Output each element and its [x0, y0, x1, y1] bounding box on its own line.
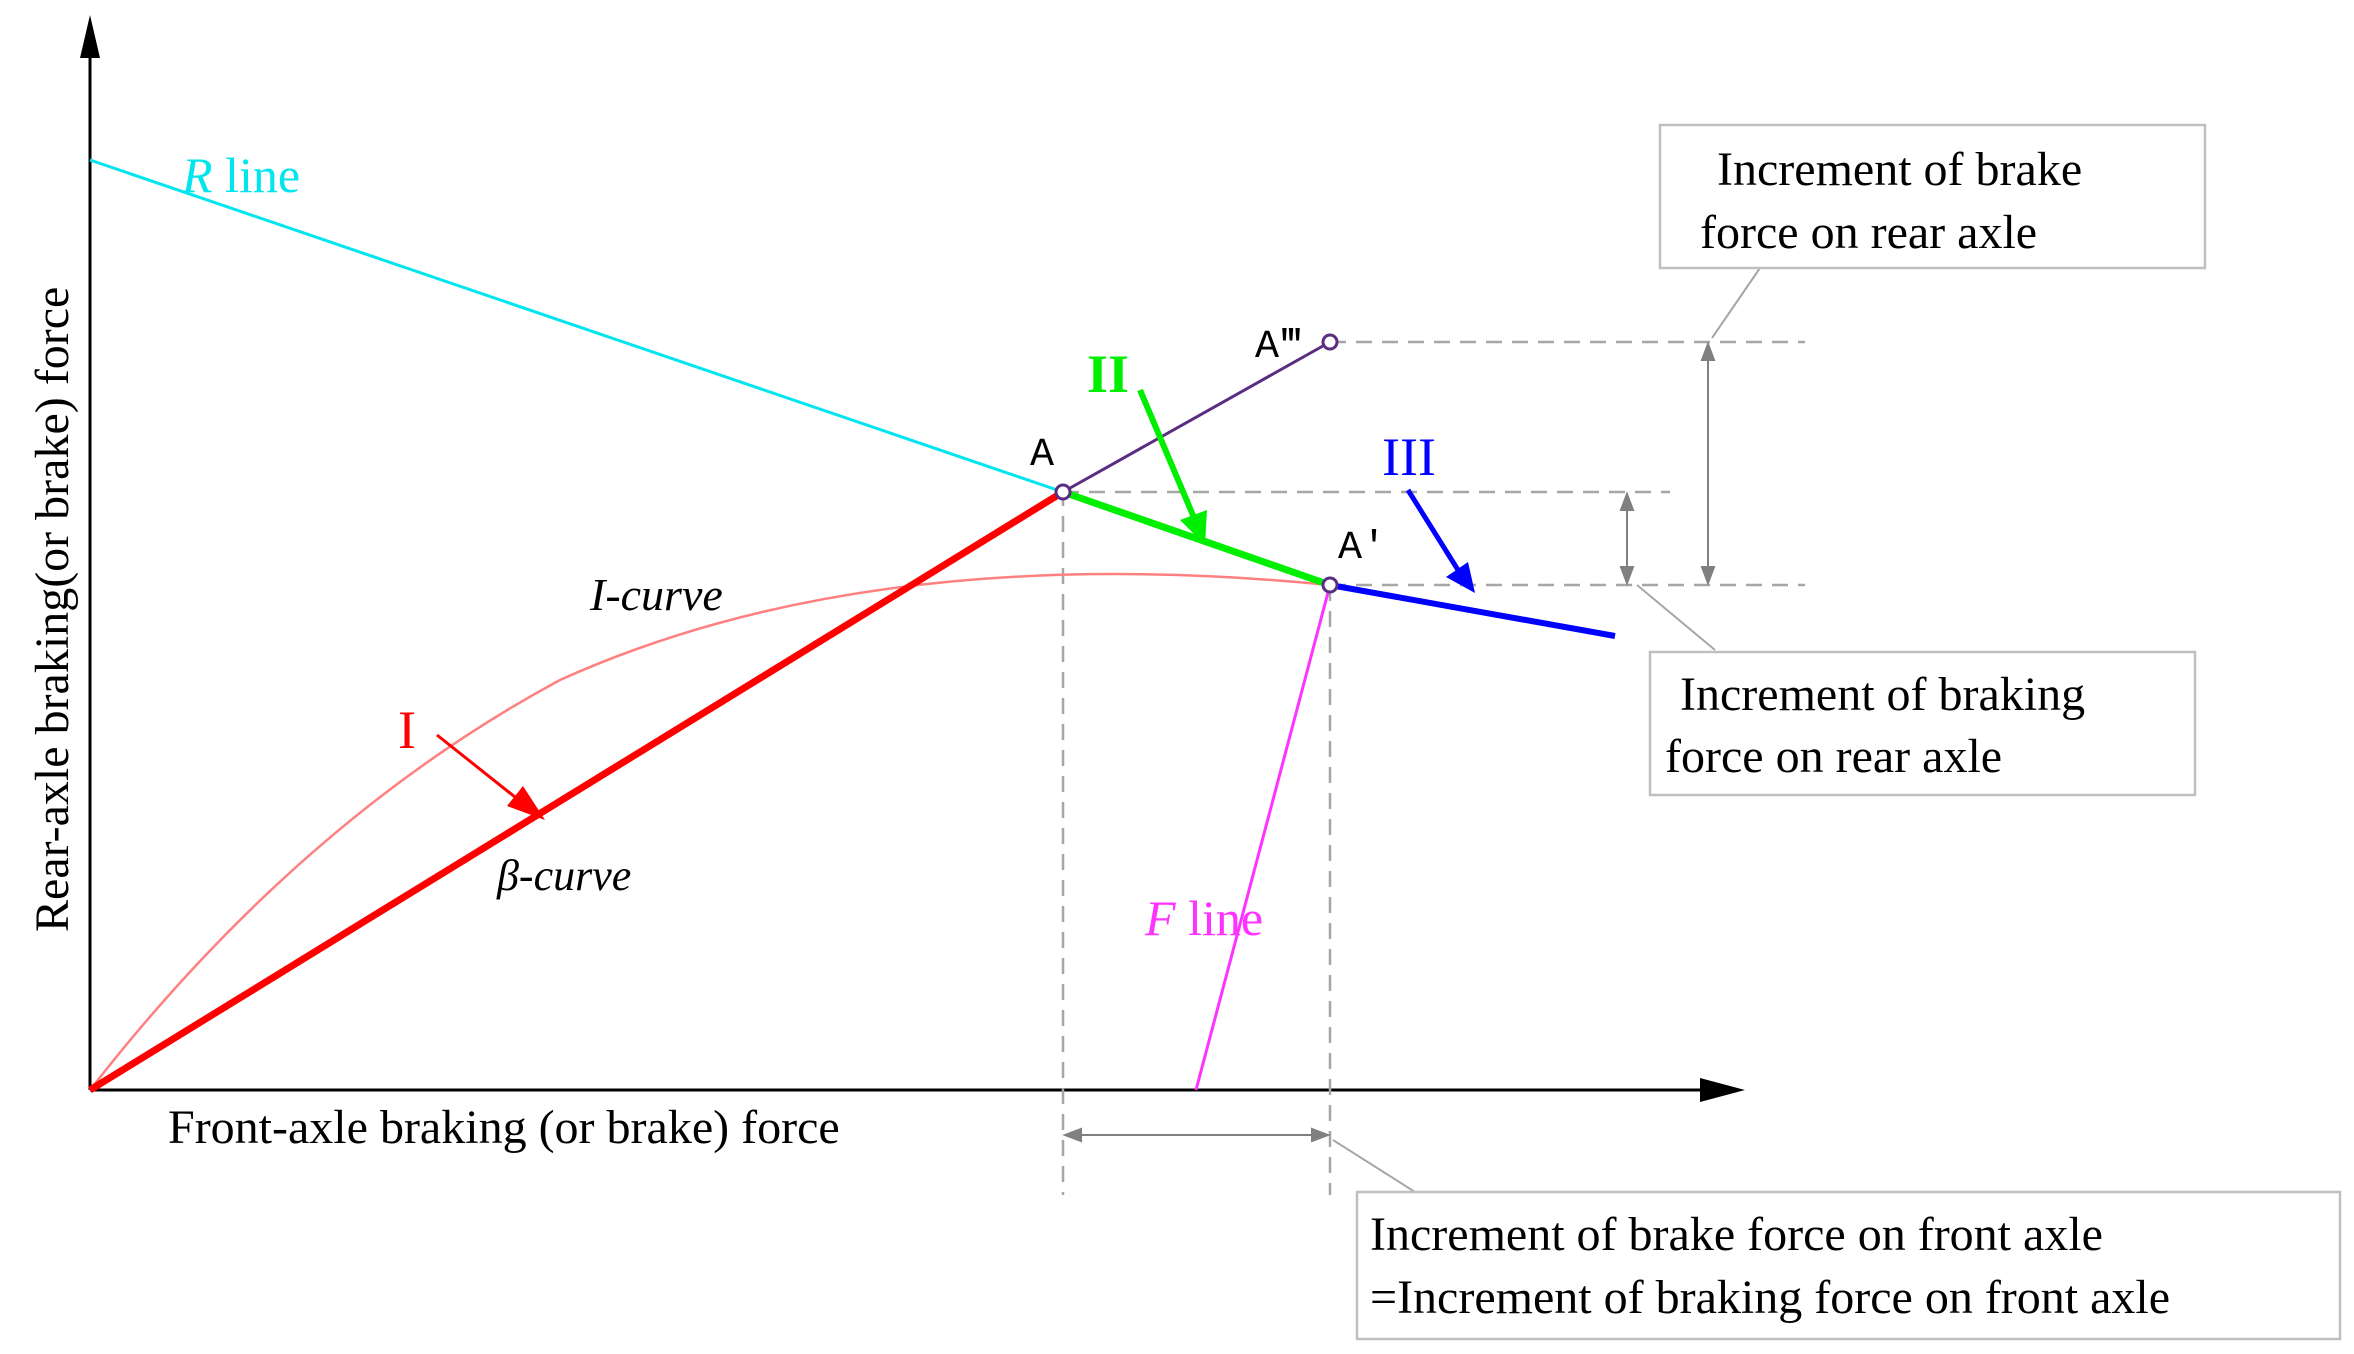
callout-front-box [1355, 1190, 2342, 1341]
leader-rear-brake [1711, 267, 1761, 339]
point-a-marker [1054, 483, 1072, 501]
stage-ii-pointer [1137, 388, 1198, 522]
callout-front-line-1: Increment of brake force on front axle [1370, 1208, 2103, 1261]
stage-iii-marker: III [1382, 427, 1475, 593]
stage-i-label: I [398, 700, 416, 760]
dimension-markers [1062, 341, 1716, 1143]
x-axis-label: Front-axle braking (or brake) force [168, 1101, 840, 1154]
point-a-label: A [1030, 433, 1054, 478]
callout-front: Increment of brake force on front axle =… [1355, 1190, 2342, 1341]
callout-rear-braking-box [1648, 650, 2197, 797]
stage-iii-line [1329, 582, 1616, 639]
stage-ii-pointer-arrow-icon [1180, 510, 1207, 545]
point-a-prime-marker [1321, 576, 1339, 594]
r-line-letter: R [181, 147, 213, 203]
point-a-triple-marker [1321, 333, 1339, 351]
i-curve [89, 572, 1331, 1091]
stage-ii-label: II [1087, 344, 1129, 404]
callout-rear-braking-line-2: force on rear axle [1665, 730, 2002, 783]
stage-iii-pointer-arrow-icon [1446, 562, 1475, 593]
i-curve-label: I-curve [589, 569, 723, 620]
stage-i-pointer-arrow-icon [507, 786, 545, 820]
beta-curve-label: β-curve [496, 851, 631, 900]
y-axis-arrow-icon [80, 15, 100, 58]
callout-rear-brake-line-2: force on rear axle [1700, 206, 2037, 259]
point-a-triple-label: A‴ [1255, 325, 1303, 370]
r-line-label: R line [181, 147, 300, 203]
callout-rear-brake-box [1658, 123, 2207, 270]
callout-leaders [1332, 267, 1761, 1193]
f-line [1194, 584, 1332, 1091]
point-a-prime: A′ [1321, 526, 1386, 594]
r-line [89, 158, 1064, 494]
dim-rear-brake-top-arrow-icon [1700, 341, 1716, 361]
dim-front-left-arrow-icon [1062, 1127, 1082, 1143]
r-line-word: line [225, 147, 300, 203]
guide-lines [1061, 340, 1805, 1195]
callout-rear-braking-line-1: Increment of braking [1680, 668, 2085, 721]
callout-front-line-2: =Increment of braking force on front axl… [1370, 1271, 2170, 1324]
callout-rear-brake: Increment of brake force on rear axle [1658, 123, 2207, 270]
point-a-prime-label: A′ [1338, 526, 1386, 571]
beta-symbol: β [496, 851, 519, 900]
f-line-label: F line [1144, 890, 1263, 946]
point-a: A [1030, 433, 1072, 501]
callout-rear-brake-line-1: Increment of brake [1717, 143, 2082, 196]
point-a-triple: A‴ [1255, 325, 1339, 370]
dim-front-right-arrow-icon [1311, 1127, 1331, 1143]
stage-iii-pointer [1405, 488, 1461, 572]
stage-ii-line [1061, 488, 1332, 589]
a-triple-segment [1062, 340, 1331, 494]
stage-iii-label: III [1382, 427, 1436, 487]
callout-rear-braking: Increment of braking force on rear axle [1648, 650, 2197, 797]
f-line-word: line [1188, 890, 1263, 946]
y-axis-label: Rear-axle braking(or brake) force [26, 287, 79, 932]
leader-rear-braking [1636, 584, 1716, 651]
dim-rear-braking-top-arrow-icon [1619, 491, 1635, 511]
beta-curve-text: -curve [519, 851, 631, 900]
dim-rear-braking-bottom-arrow-icon [1619, 566, 1635, 586]
axes [80, 15, 1745, 1102]
stage-i-beta-line [88, 489, 1065, 1093]
leader-front [1332, 1139, 1416, 1193]
stage-i-pointer [436, 733, 526, 807]
x-axis-arrow-icon [1700, 1078, 1745, 1102]
stage-ii-marker: II [1087, 344, 1207, 545]
f-line-letter: F [1144, 890, 1176, 946]
stage-i-marker: I [398, 700, 545, 820]
dim-rear-brake-bottom-arrow-icon [1700, 566, 1716, 586]
